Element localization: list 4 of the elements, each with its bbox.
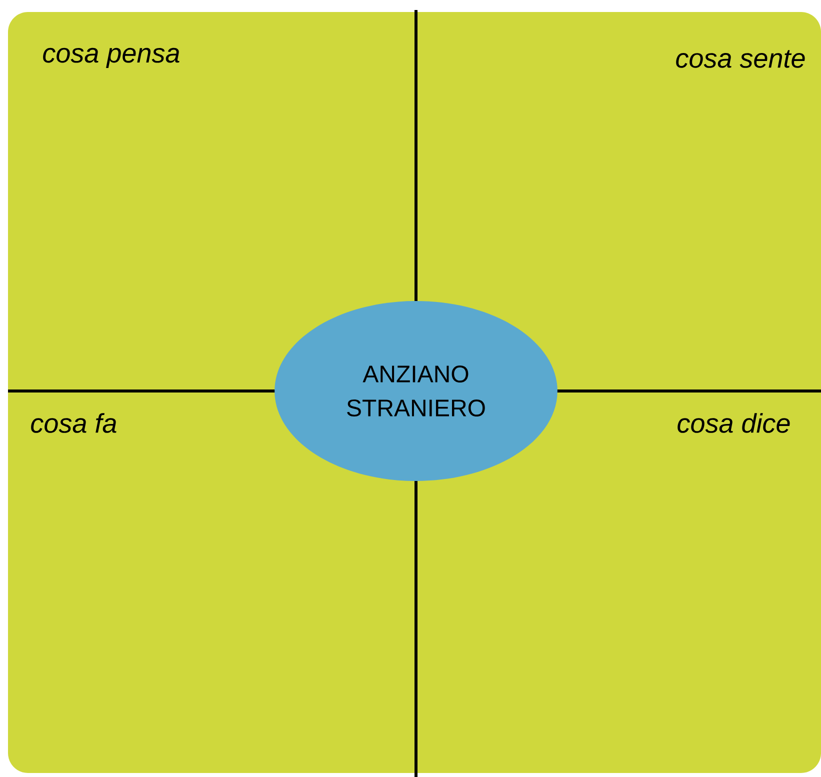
- quadrant-heading: cosa dice: [678, 413, 790, 433]
- quadrant-heading: cosa sente: [676, 50, 805, 68]
- quadrant-heading: cosa fa: [31, 413, 116, 433]
- quadrant-heading: cosa pensa: [43, 48, 180, 68]
